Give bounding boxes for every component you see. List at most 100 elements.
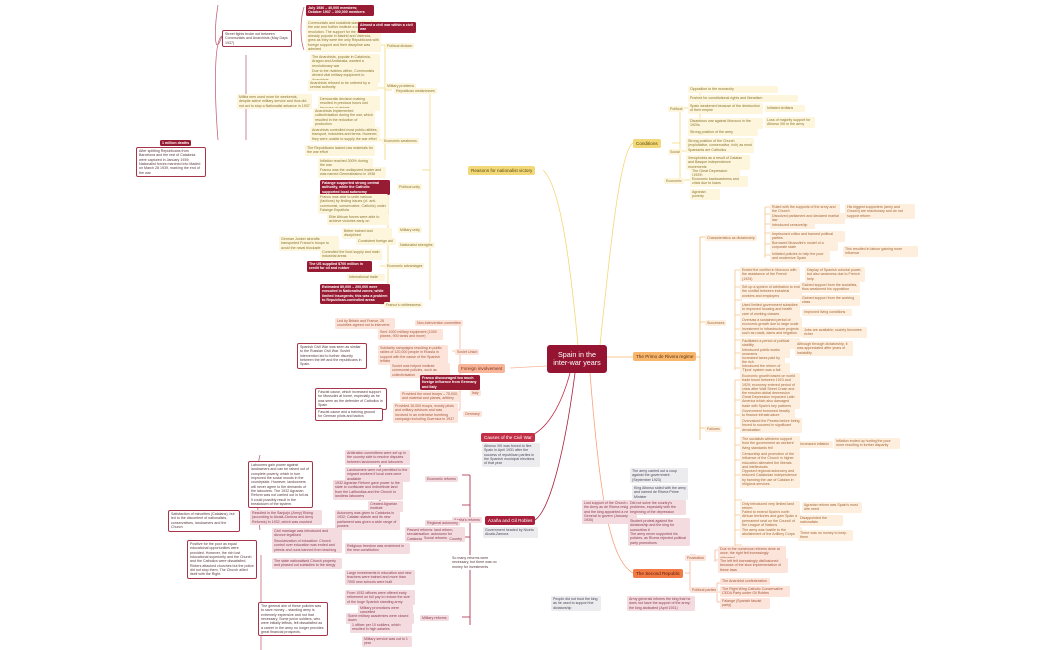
germany-text[interactable]: Provided 16,000 troops, mostly pilots an…: [393, 403, 458, 423]
republic-party-item[interactable]: Falange (Spanish fascist party): [720, 598, 770, 609]
italy-comment[interactable]: Fascist cause, which increased support f…: [315, 388, 387, 410]
soviet-item[interactable]: Soviet was helped institute communist po…: [390, 363, 450, 379]
italy-text[interactable]: Provided the most troops – 75,000, and m…: [400, 391, 460, 402]
primo-success-subitem[interactable]: Although through dictatorship, it was ap…: [795, 341, 853, 357]
causes-text[interactable]: Alfonso XIII was forced to flee Spain in…: [482, 443, 540, 467]
topic-azana-gil-robles[interactable]: Azaña and Gil Robles: [485, 516, 536, 525]
military-reform-item[interactable]: Military service was cut to 1 year: [362, 636, 412, 647]
primo-failure-item[interactable]: The army was hostile to the abolishment …: [740, 527, 802, 538]
executions-callout[interactable]: Estimated 80,000 – 200,000 were executed…: [320, 284, 390, 304]
primo-failure-subitem[interactable]: Disappointed the nationalists: [798, 515, 843, 526]
primo-success-item[interactable]: Oversaw a sustained period of economic g…: [740, 317, 802, 337]
republic-party-item[interactable]: The Right Wing Catholic Conservative CED…: [720, 586, 790, 597]
social-reform-item[interactable]: Civil marriage was introduced and divorc…: [272, 528, 342, 539]
topic-causes-civil-war[interactable]: Causes of the Civil War: [481, 433, 535, 442]
primo-success-subitem[interactable]: Improved living conditions: [802, 309, 852, 316]
republican-weaknesses[interactable]: Republican weaknesses: [394, 88, 437, 95]
regional-autonomy[interactable]: Regional autonomy: [425, 520, 460, 527]
non-intervention-text[interactable]: Led by Britain and France, 26 countries …: [335, 318, 395, 329]
primo-failure-subitem[interactable]: There was no money to keep them: [798, 530, 853, 541]
conditions-economic-item[interactable]: Economic backwardness and crisis due to …: [690, 176, 748, 187]
economic-weakness-item[interactable]: Anarchists implemented collectivisation …: [313, 108, 375, 128]
political-unity[interactable]: Political unity: [397, 184, 422, 191]
conditions-political-subitem[interactable]: Loss of majority support for Alfonso XII…: [765, 117, 815, 128]
million-deaths-text[interactable]: After splitting Republicans from Barcelo…: [136, 147, 206, 178]
azana-reforms-note[interactable]: So many reforms were necessary, but ther…: [450, 555, 500, 571]
republic-frustration-item[interactable]: Due to the numerous reforms done at once…: [718, 546, 786, 562]
nationalist-strengths[interactable]: Nationalist strengths: [398, 242, 435, 249]
primo-dictatorship-item[interactable]: Introduced censorship: [770, 222, 815, 229]
problem-item[interactable]: Did not solve the country's problems, es…: [628, 500, 686, 516]
primo-failure-item[interactable]: Overvalued the Peseta before being force…: [740, 418, 802, 434]
primo-success-item[interactable]: Introduced public works programs: [740, 347, 790, 358]
topic-second-republic[interactable]: The Second Republic: [633, 569, 683, 578]
economic-advantage-item[interactable]: International trade: [347, 274, 385, 281]
economic-weakness-item[interactable]: Inflation reached 300% during the war: [318, 158, 373, 169]
lost-support[interactable]: Lost support of the Church and the Army …: [582, 500, 637, 524]
republic-party-item[interactable]: The Anarchist confederation: [720, 578, 770, 585]
military-comment[interactable]: The general aim of these policies was to…: [258, 602, 328, 637]
conditions-social-item[interactable]: Strong position of the Church (exploitat…: [686, 138, 754, 154]
us-credit-callout[interactable]: The US supplied $700 million in credit f…: [307, 261, 372, 272]
conditions-political-item[interactable]: Strong position of the army: [688, 129, 758, 136]
social-reforms[interactable]: Social reforms: [422, 535, 449, 542]
primo-failure-subitem[interactable]: Increased inflation: [798, 441, 833, 448]
conditions-economic-item[interactable]: The Great Depression (1929): [690, 168, 740, 179]
conditions-political-item[interactable]: Opposition to the monarchy: [688, 86, 778, 93]
economic-reform-item[interactable]: Landowners were not permitted to the mig…: [345, 467, 410, 483]
conditions-political-subitem[interactable]: Initiated civilians: [765, 105, 805, 112]
conditions-political[interactable]: Political: [668, 106, 685, 113]
political-division-item[interactable]: The Anarchists, popular in Catalonia, Ar…: [310, 54, 380, 70]
social-comment[interactable]: Positive for the poor as equal education…: [187, 540, 257, 579]
primo-success-subitem[interactable]: Display of Spanish colonial power, but a…: [805, 267, 865, 283]
religious-freedom[interactable]: Religious freedom was enshrined in the n…: [345, 543, 410, 554]
topic-conditions[interactable]: Conditions: [633, 139, 661, 148]
topic-primo-de-rivera[interactable]: The Primo de Rivera regime: [633, 352, 697, 361]
primo-failure-subitem[interactable]: Inflation ended up hurting the poor more…: [834, 438, 900, 449]
political-division[interactable]: Political division: [385, 43, 415, 50]
falange-callout[interactable]: Falange supported strong central authori…: [320, 180, 390, 196]
economic-reform-item[interactable]: Created Agrarian Institute: [368, 501, 403, 512]
military-unity-item[interactable]: Elite African forces were able to achiev…: [327, 214, 389, 225]
soviet-item[interactable]: Sent 1000 military equipment (1000 plane…: [378, 329, 443, 340]
primo-dictatorship-item[interactable]: Dissolved parliament and declared martia…: [770, 213, 845, 224]
militia-comment[interactable]: Militia men used more for weekends, desp…: [237, 94, 312, 110]
military-reform-item[interactable]: 1 officer per 10 soldiers, which resulte…: [350, 622, 412, 633]
political-unity-item[interactable]: Franco was the undisputed leader and was…: [318, 167, 386, 178]
primo-dictatorship[interactable]: Characteristics as dictatorship: [705, 235, 757, 242]
may-days-comment[interactable]: Street fights broke out between Communis…: [222, 30, 292, 48]
social-reform-item[interactable]: The state nationalised Church property a…: [272, 558, 342, 569]
italy[interactable]: Italy: [470, 390, 481, 397]
regional-item[interactable]: Autonomy was given to Catalonia in 1932;…: [335, 510, 400, 530]
primo-failures[interactable]: Failures: [705, 426, 722, 433]
economic-advantages[interactable]: Economic advantages: [385, 263, 425, 270]
republic-frustration-item[interactable]: The left felt increasingly disillusioned…: [718, 558, 788, 574]
primo-failure-item[interactable]: Great Depression impacted Latin America …: [740, 394, 800, 410]
primo-success-item[interactable]: Used limited government subsidies to imp…: [740, 302, 800, 318]
economic-weakness[interactable]: Economic weakness: [382, 138, 419, 145]
primo-dictatorship-item[interactable]: Initiated policies to help the poor and …: [770, 251, 830, 262]
million-deaths-badge[interactable]: 1 million deaths: [160, 140, 192, 147]
franco-ruthlessness[interactable]: Franco's ruthlessness: [384, 302, 423, 309]
military-unity[interactable]: Military unity: [398, 227, 422, 234]
end-item[interactable]: People did not trust the king as he used…: [551, 596, 601, 612]
soviet-item[interactable]: Solidarity campaigns resulting in public…: [378, 345, 448, 365]
germany-comment[interactable]: Fascist cause and a training ground for …: [315, 408, 383, 421]
junker-comment[interactable]: German Junker aircrafts transported Fran…: [279, 236, 339, 252]
military-reform-item[interactable]: Some military academies were closed down: [346, 613, 414, 624]
primo-success-subitem[interactable]: Gained support from the working class: [800, 295, 860, 306]
conditions-social-item[interactable]: Xenophobia as a result of Catalan and Ba…: [686, 155, 750, 171]
military-unity-item[interactable]: Better trained and disciplined: [342, 228, 392, 239]
primo-failure-item[interactable]: Only introduced very limited land reform: [740, 501, 800, 512]
topic-reasons-nationalist-victory[interactable]: Reasons for nationalist victory: [468, 166, 536, 175]
topic-foreign-involvement[interactable]: Foreign involvement: [458, 364, 506, 373]
primo-dictatorship-subitem[interactable]: His biggest supporters (army and Church)…: [845, 204, 915, 220]
primo-success-subitem[interactable]: Gained support from the socialists, thus…: [800, 282, 860, 293]
soviet-union[interactable]: Soviet Union: [455, 349, 480, 356]
primo-dictatorship-item[interactable]: Imprisoned critics and banned political …: [770, 231, 845, 242]
primo-dictatorship-subitem[interactable]: This resulted in labour gaining more inf…: [843, 246, 918, 257]
military-reform-item[interactable]: From 1932 officers were offered early re…: [345, 590, 415, 606]
regional-comment[interactable]: Satisfaction of minorities (Catalans), b…: [168, 510, 240, 532]
economic-reforms[interactable]: Economic reforms: [425, 476, 458, 483]
primo-successes[interactable]: Successes: [705, 320, 727, 327]
